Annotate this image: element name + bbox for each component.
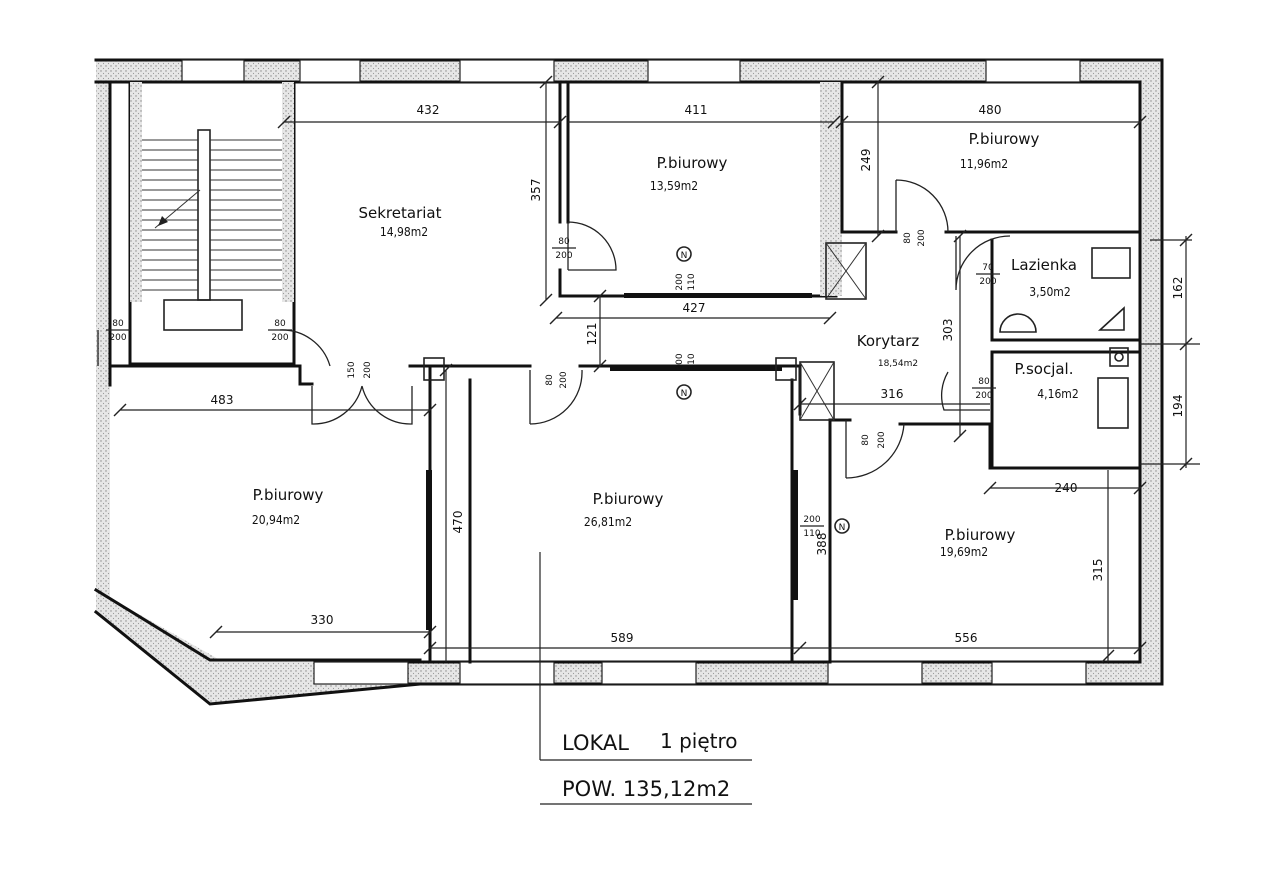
door-label: 80: [112, 319, 124, 329]
opening-label: 110: [687, 273, 697, 290]
door-swings: [97, 179, 1011, 479]
room-name-biurowy-top-right: P.biurowy: [969, 130, 1040, 148]
door-label: 200: [555, 251, 572, 261]
dimension-lines: [113, 75, 1200, 760]
room-area-biurowy-left: 20,94m2: [252, 513, 300, 527]
north-symbols: N N N: [676, 246, 850, 534]
door-label: 70: [982, 263, 994, 273]
room-area-lazienka: 3,50m2: [1029, 285, 1070, 299]
room-name-lazienka: Lazienka: [1011, 256, 1077, 274]
dim-316: 316: [881, 387, 904, 401]
dim-303: 303: [941, 319, 955, 342]
dim-330: 330: [311, 613, 334, 627]
dim-589: 589: [611, 631, 634, 645]
interior-walls: [108, 80, 1142, 664]
opening-label: 200: [675, 273, 685, 290]
dim-470: 470: [451, 511, 465, 534]
opening-label: 200: [803, 515, 820, 525]
dim-483: 483: [211, 393, 234, 407]
dim-556: 556: [955, 631, 978, 645]
door-label: 200: [979, 277, 996, 287]
room-name-korytarz: Korytarz: [857, 332, 920, 350]
room-area-sekretariat: 14,98m2: [380, 225, 428, 239]
door-label: 80: [274, 319, 286, 329]
title-block: LOKAL 1 piętro POW. 135,12m2: [540, 729, 752, 805]
door-label: 200: [917, 229, 927, 246]
dim-357: 357: [529, 179, 543, 202]
dim-427: 427: [683, 301, 706, 315]
room-name-sekretariat: Sekretariat: [359, 204, 442, 222]
opening-label: 110: [803, 529, 820, 539]
door-label: 80: [861, 434, 871, 446]
room-labels: Sekretariat 14,98m2 P.biurowy 13,59m2 P.…: [252, 130, 1079, 559]
room-area-biurowy-right: 19,69m2: [940, 545, 988, 559]
room-area-korytarz: 18,54m2: [878, 359, 918, 369]
title-area: POW. 135,12m2: [562, 777, 730, 801]
north-symbol: N: [681, 251, 688, 261]
windows: [181, 59, 1087, 685]
door-labels: 80 200 80 200 80 200 80 200 70 200 80 20…: [106, 229, 1000, 539]
door-label: 200: [109, 333, 126, 343]
door-label: 150: [347, 361, 357, 378]
door-label: 200: [271, 333, 288, 343]
title-lokal: LOKAL: [562, 731, 629, 755]
room-name-biurowy-left: P.biurowy: [253, 486, 324, 504]
door-label: 200: [363, 361, 373, 378]
north-symbol: N: [681, 389, 688, 399]
door-label: 80: [558, 237, 570, 247]
door-label: 200: [877, 431, 887, 448]
door-label: 80: [978, 377, 990, 387]
dim-194: 194: [1171, 395, 1185, 418]
room-name-socjal: P.socjal.: [1014, 360, 1073, 378]
dim-240: 240: [1055, 481, 1078, 495]
dim-432: 432: [417, 103, 440, 117]
north-symbol: N: [839, 523, 846, 533]
dim-411: 411: [685, 103, 708, 117]
title-floor: 1 piętro: [660, 729, 738, 753]
door-label: 80: [903, 232, 913, 244]
opening-label: 110: [687, 353, 697, 370]
room-area-socjal: 4,16m2: [1037, 387, 1078, 401]
dim-315: 315: [1091, 559, 1105, 582]
room-area-biurowy-top-mid: 13,59m2: [650, 179, 698, 193]
door-label: 200: [975, 391, 992, 401]
dim-162: 162: [1171, 277, 1185, 300]
door-label: 200: [559, 371, 569, 388]
dim-249: 249: [859, 149, 873, 172]
room-name-biurowy-center: P.biurowy: [593, 490, 664, 508]
room-name-biurowy-top-mid: P.biurowy: [657, 154, 728, 172]
door-label: 80: [545, 374, 555, 386]
room-area-biurowy-top-right: 11,96m2: [960, 157, 1008, 171]
dimension-labels: 432 411 480 357 249 427 121 303 162 194 …: [211, 103, 1185, 645]
dim-121: 121: [585, 323, 599, 346]
opening-label: 200: [675, 353, 685, 370]
room-name-biurowy-right: P.biurowy: [945, 526, 1016, 544]
stairwell: [128, 80, 296, 366]
dim-480: 480: [979, 103, 1002, 117]
room-area-biurowy-center: 26,81m2: [584, 515, 632, 529]
dim-388: 388: [815, 533, 829, 556]
